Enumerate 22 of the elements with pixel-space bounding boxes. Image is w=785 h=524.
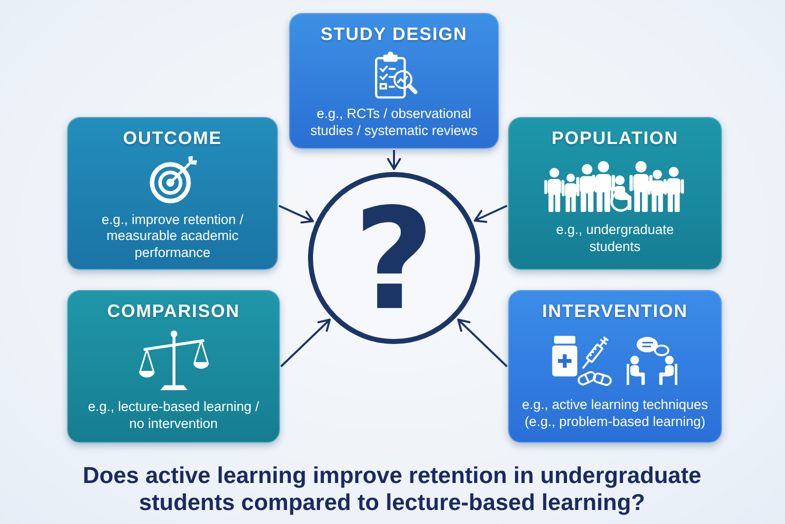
category-card bbox=[67, 290, 280, 443]
card-description: e.g., undergraduate students bbox=[555, 222, 675, 255]
card-heading: STUDY DESIGN bbox=[320, 24, 468, 45]
card-description: e.g., RCTs / observational studies / systematic reviews bbox=[309, 106, 479, 139]
card-description: e.g., active learning techniques (e.g., problem-based learning) bbox=[520, 397, 710, 430]
category-card bbox=[67, 117, 278, 270]
card-heading: OUTCOME bbox=[123, 128, 222, 149]
question-mark: ? bbox=[353, 191, 435, 331]
card-heading: COMPARISON bbox=[107, 301, 240, 322]
arrow bbox=[387, 150, 401, 170]
card-heading: INTERVENTION bbox=[542, 301, 688, 322]
arrow bbox=[474, 204, 508, 223]
card-description: e.g., lecture-based learning / no intervention bbox=[86, 399, 260, 432]
category-card bbox=[508, 290, 722, 443]
question-text: Does active learning improve retention in undergraduate students compared to lecture-based learning? bbox=[82, 462, 702, 516]
card-description: e.g., improve retention / measurable academic performance bbox=[100, 212, 244, 261]
arrow bbox=[278, 204, 314, 224]
arrow bbox=[280, 318, 331, 368]
arrow bbox=[457, 318, 508, 368]
category-card bbox=[508, 117, 722, 270]
category-card bbox=[289, 13, 499, 149]
card-heading: POPULATION bbox=[552, 128, 678, 149]
